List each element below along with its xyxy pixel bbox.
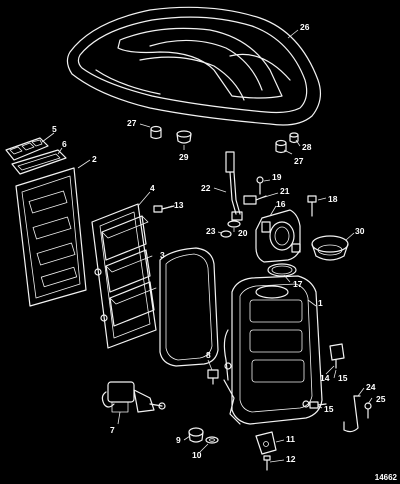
callout-4: 4 — [150, 183, 155, 193]
callout-1: 1 — [318, 298, 323, 308]
leader-lines — [41, 29, 373, 463]
cooling-plate-4 — [91, 203, 157, 349]
callout-15-lower: 15 — [324, 404, 334, 414]
throttle-body-16 — [255, 209, 301, 263]
engine-cover — [66, 6, 322, 126]
callout-26: 26 — [300, 22, 310, 32]
washer-10 — [205, 436, 219, 444]
callout-8: 8 — [206, 350, 211, 360]
callout-13: 13 — [174, 200, 184, 210]
callout-22: 22 — [201, 183, 211, 193]
bolt-25 — [364, 402, 372, 419]
gasket-6 — [11, 149, 67, 175]
callout-2: 2 — [92, 154, 97, 164]
callout-20: 20 — [238, 228, 248, 238]
fitting-19 — [256, 176, 264, 195]
bolt-18 — [307, 195, 317, 217]
callout-30: 30 — [355, 226, 365, 236]
grommet-27-right — [275, 139, 287, 154]
figure-number: 14662 — [374, 473, 397, 482]
callout-24: 24 — [366, 382, 376, 392]
bracket-14 — [329, 343, 345, 369]
callout-23: 23 — [206, 226, 216, 236]
plate-11 — [255, 431, 277, 455]
bumper-29 — [176, 130, 192, 144]
callout-7: 7 — [110, 425, 115, 435]
gasket-2 — [15, 167, 87, 307]
callout-21: 21 — [280, 186, 290, 196]
callout-19: 19 — [272, 172, 282, 182]
callout-5: 5 — [52, 124, 57, 134]
gasket-3 — [159, 247, 219, 367]
o-ring-23 — [220, 230, 232, 238]
bolt-13 — [153, 205, 175, 213]
callout-18: 18 — [328, 194, 338, 204]
callout-17: 17 — [293, 279, 303, 289]
tube-22 — [225, 151, 243, 221]
grommet-28 — [289, 132, 299, 144]
callout-15-upper: 15 — [338, 373, 348, 383]
clamp-24 — [343, 395, 361, 433]
housing-1 — [223, 275, 323, 425]
callout-14: 14 — [320, 373, 330, 383]
callout-27-left: 27 — [127, 118, 137, 128]
sensor-7 — [101, 381, 166, 413]
screw-12 — [263, 455, 271, 471]
callout-6: 6 — [62, 139, 67, 149]
callout-29: 29 — [179, 152, 189, 162]
callout-3: 3 — [160, 250, 165, 260]
callout-16: 16 — [276, 199, 286, 209]
callout-11: 11 — [286, 434, 295, 444]
grommet-27-left — [150, 125, 162, 140]
callout-25: 25 — [376, 394, 386, 404]
plug-8 — [207, 369, 219, 385]
callout-12: 12 — [286, 454, 296, 464]
bolt-15 — [309, 401, 327, 409]
gasket-17 — [267, 263, 297, 277]
callout-27-right: 27 — [294, 156, 304, 166]
gasket-5 — [5, 137, 49, 161]
callout-28: 28 — [302, 142, 312, 152]
bushing-9 — [188, 427, 204, 443]
o-ring-20 — [227, 220, 241, 228]
adaptor-30 — [311, 235, 349, 261]
callout-9: 9 — [176, 435, 181, 445]
callout-10: 10 — [192, 450, 202, 460]
